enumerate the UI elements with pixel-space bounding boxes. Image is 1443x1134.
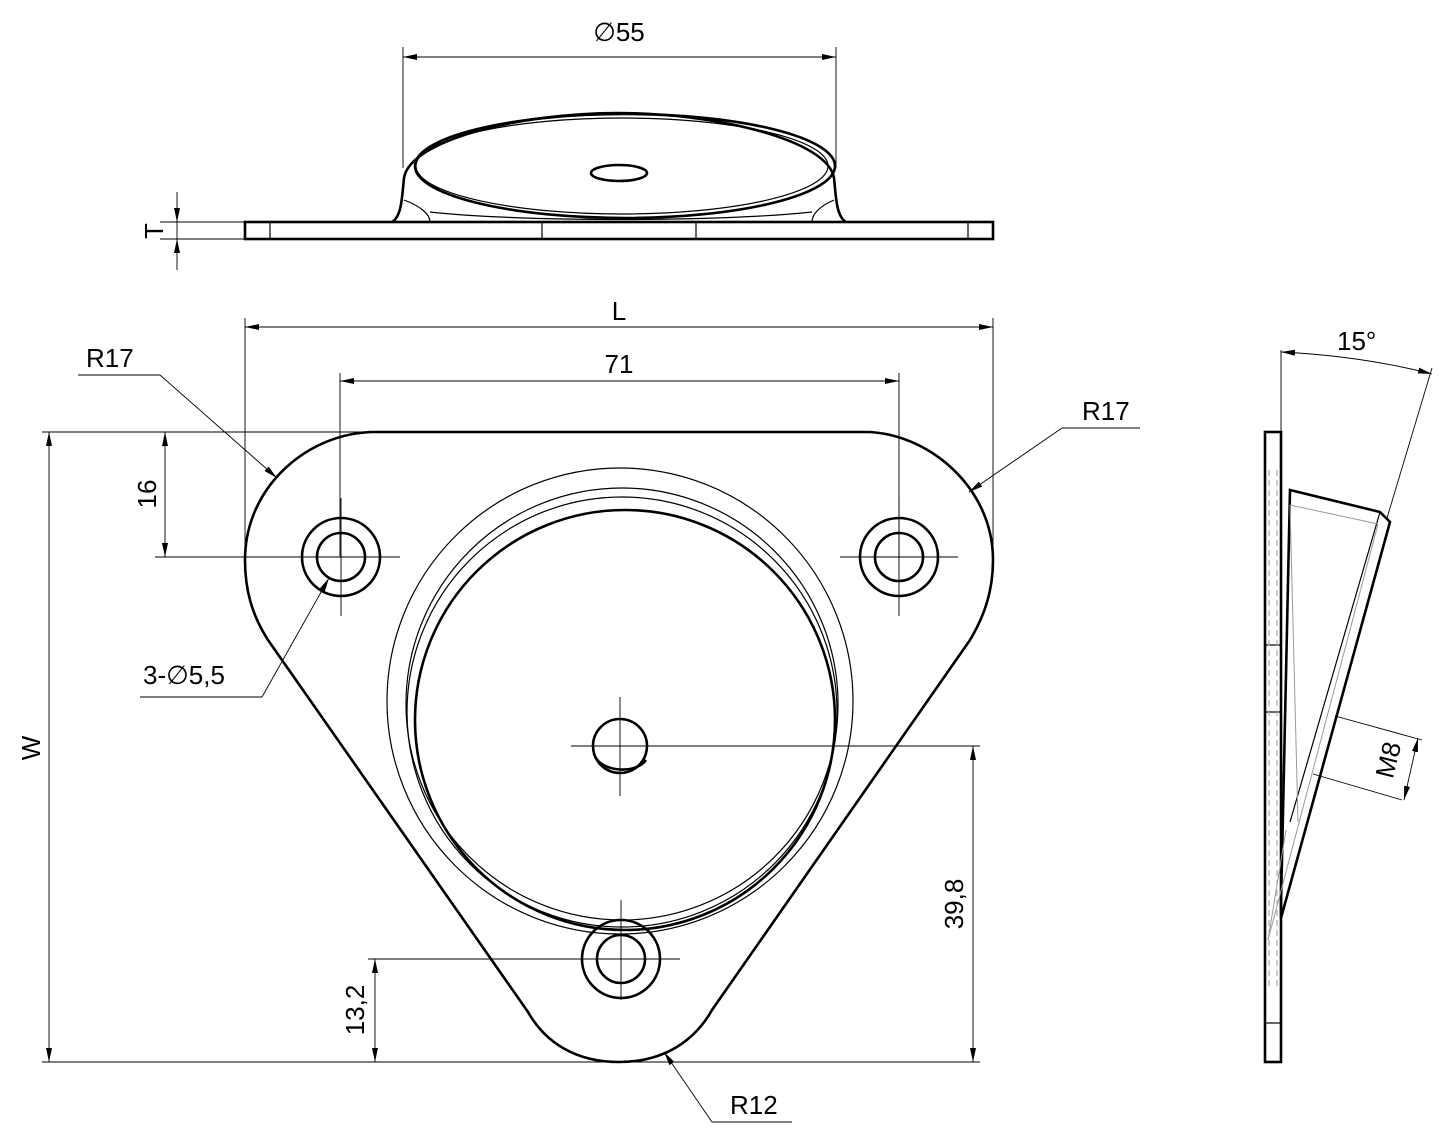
leader-holes [261, 577, 330, 698]
mount-top-disk [413, 112, 837, 220]
dim-spacing-label: 71 [605, 349, 634, 379]
dim-angle-arc [1280, 349, 1433, 375]
dim-center-height-label: 39,8 [939, 879, 969, 930]
dim-thread-label: M8 [1369, 739, 1407, 781]
plan-view: L 71 R17 R17 16 3-∅5,5 W 39,8 [16, 296, 1140, 1123]
front-view: ∅55 T [139, 17, 995, 270]
center-bolt [571, 697, 675, 796]
dim-holes-label: 3-∅5,5 [143, 660, 225, 690]
leader-r17-left [159, 374, 278, 479]
leader-r17-right [968, 427, 1063, 493]
dim-width-label: W [16, 735, 46, 760]
dim-r17-left-label: R17 [86, 343, 134, 373]
dim-r12-label: R12 [730, 1090, 778, 1120]
dim-thread-line [1403, 737, 1419, 801]
dim-dia55-label: ∅55 [593, 17, 645, 47]
side-plate [1263, 430, 1283, 1064]
base-plate [243, 220, 995, 241]
dim-length-label: L [612, 296, 626, 326]
dim-thickness-label: T [139, 223, 169, 239]
dim-angle-label: 15° [1337, 326, 1376, 356]
leader-r12 [663, 1051, 713, 1123]
side-view: 15° M8 [1263, 326, 1433, 1064]
hole-bottom [562, 900, 680, 1000]
dim-offset-label: 16 [132, 480, 162, 509]
dim-r17-right-label: R17 [1082, 396, 1130, 426]
mount-inner-disk [413, 508, 837, 932]
dim-bottom-hole-label: 13,2 [340, 985, 370, 1036]
center-bolt-hole [589, 163, 649, 183]
side-mount-wedge [1279, 488, 1392, 919]
plate-outline [243, 430, 995, 1064]
